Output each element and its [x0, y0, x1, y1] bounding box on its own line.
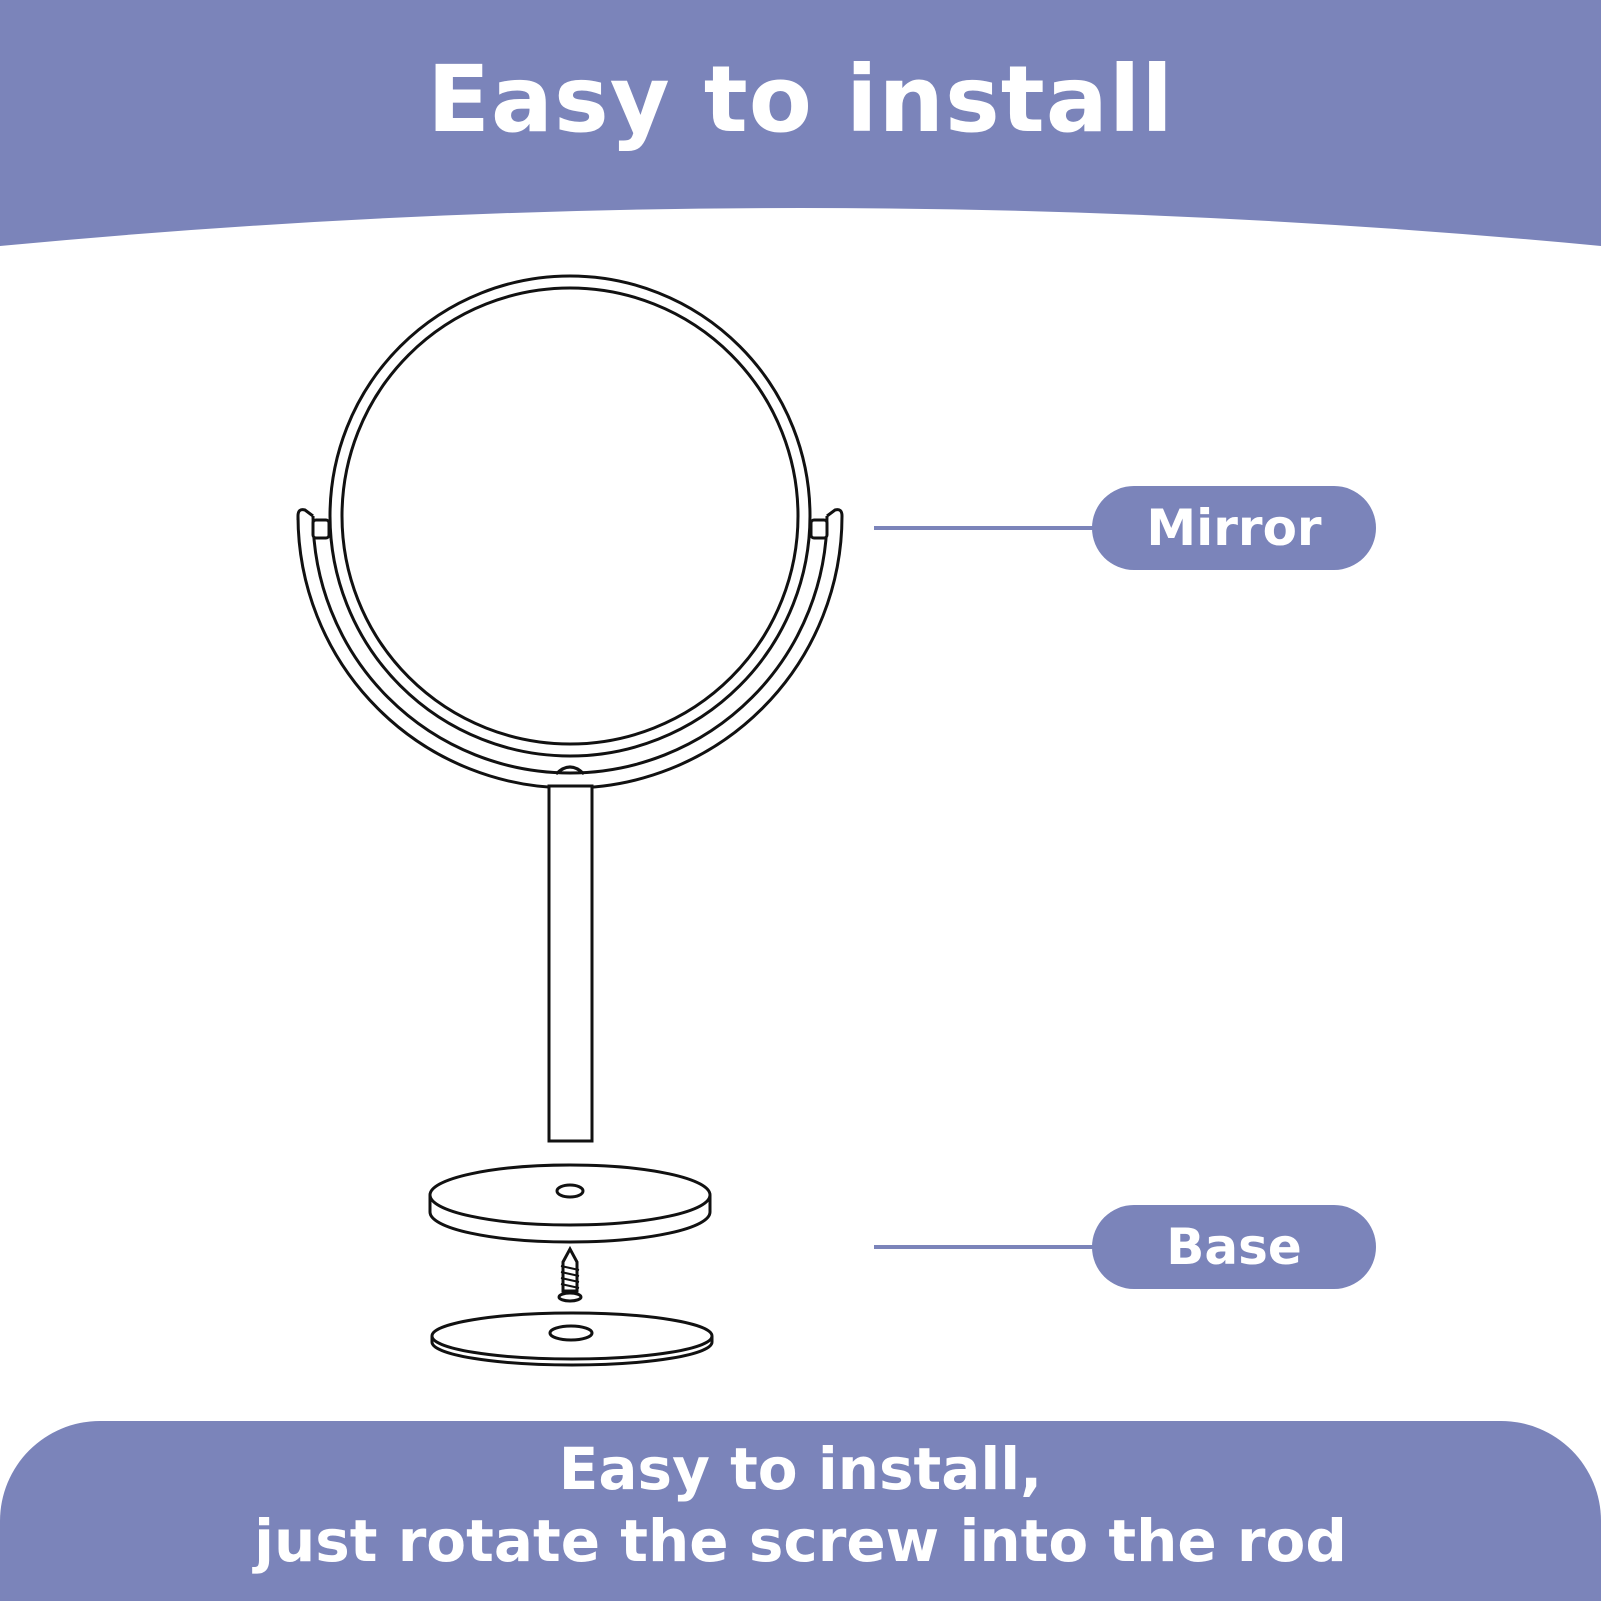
round-mirror-icon — [296, 274, 844, 790]
footer-line-2: just rotate the screw into the rod — [254, 1507, 1347, 1575]
mirror-label: Mirror — [1092, 486, 1376, 570]
base-disc-icon — [428, 1163, 712, 1244]
page-title: Easy to install — [427, 46, 1174, 153]
footer-line-1: Easy to install, — [558, 1435, 1043, 1503]
footer-banner: Easy to install, just rotate the screw i… — [0, 1421, 1601, 1601]
screw-icon — [557, 1245, 583, 1303]
lower-base-disc — [430, 1311, 714, 1367]
base-label-line — [874, 1245, 1104, 1249]
base-label: Base — [1092, 1205, 1376, 1289]
mirror-label-line — [874, 526, 1104, 530]
header-band — [0, 0, 1601, 246]
rod — [547, 784, 594, 1143]
